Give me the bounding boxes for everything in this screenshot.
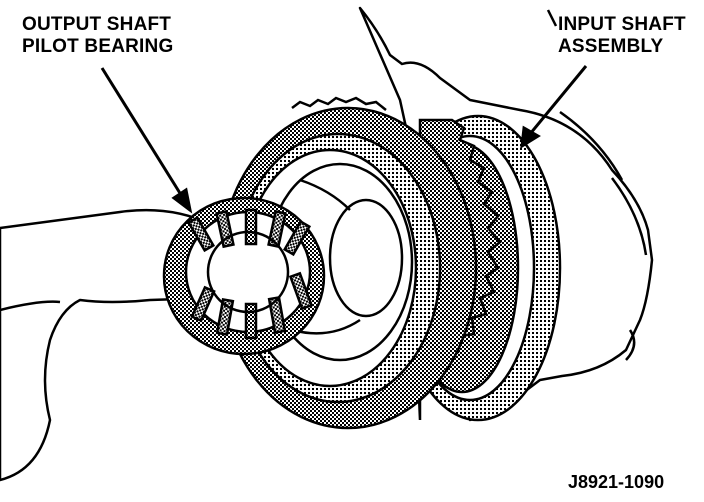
pilot-bearing: [162, 196, 326, 356]
leader-input-shaft: [520, 65, 588, 149]
output-shaft-label-line1: OUTPUT SHAFT: [22, 14, 172, 35]
output-shaft-label-line2: PILOT BEARING: [22, 36, 174, 57]
figure-id: J8921-1090: [568, 472, 665, 492]
bearing-rollers: [186, 208, 314, 340]
input-shaft-assembly-label: INPUT SHAFT ASSEMBLY: [558, 14, 686, 58]
input-shaft-label-line1: INPUT SHAFT: [558, 14, 686, 35]
output-shaft-pilot-bearing-label: OUTPUT SHAFT PILOT BEARING: [22, 14, 173, 58]
input-shaft-label-line2: ASSEMBLY: [558, 36, 664, 57]
label-tick-mark: [546, 9, 558, 27]
leader-output-shaft: [100, 67, 193, 214]
